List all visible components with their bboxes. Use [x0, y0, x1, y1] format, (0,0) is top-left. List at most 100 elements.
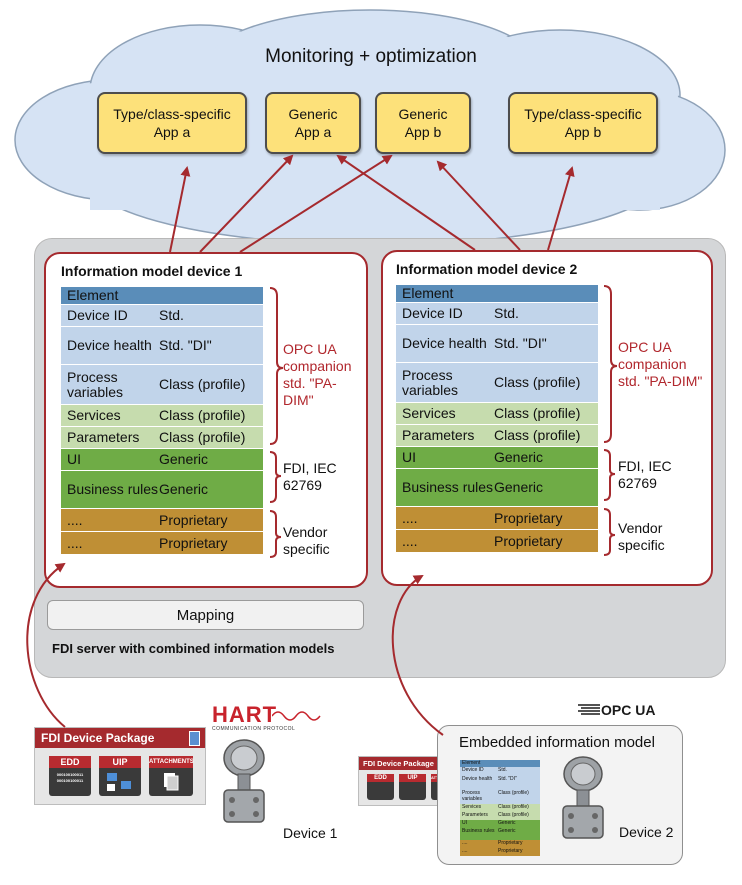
mini-name: Device ID: [462, 767, 484, 773]
row-value: Generic: [159, 451, 209, 467]
row-value: Class (profile): [494, 374, 581, 390]
opcua-logo-text: OPC UA: [601, 702, 656, 718]
hart-logo: HART COMMUNICATION PROTOCOL: [212, 704, 322, 734]
uip-blocks-icon: [107, 773, 131, 791]
row-name: Device ID: [402, 305, 463, 321]
row-value: Proprietary: [159, 511, 228, 528]
row-name: Services: [67, 407, 121, 423]
information-model-device-1: Information model device 1 Element Devic…: [44, 252, 368, 588]
row-name: Business rules: [67, 481, 159, 497]
row-name: Device health: [67, 337, 152, 353]
app-line1: Generic: [288, 106, 338, 122]
mini-name: Business rules: [462, 828, 495, 834]
row-value: Class (profile): [159, 429, 246, 445]
mini-value: Proprietary: [498, 840, 523, 846]
mini-row: .... Proprietary: [460, 840, 540, 848]
app-line1: Type/class-specific: [113, 106, 231, 122]
mini-row: Device health Std. "DI": [460, 776, 540, 790]
app-line2: App b: [564, 124, 602, 140]
embedded-title: Embedded information model: [459, 734, 655, 751]
uip-tile: UIP: [99, 756, 141, 796]
mini-value: Class (profile): [498, 804, 529, 810]
mini-value: Std. "DI": [498, 776, 517, 782]
table-row: .... Proprietary: [396, 530, 598, 553]
mini-value: Class (profile): [498, 790, 529, 796]
documents-icon: [164, 773, 179, 791]
device-2-label: Device 2: [619, 824, 674, 840]
header-label: Element: [402, 285, 454, 301]
app-line1: Generic: [398, 106, 448, 122]
vendor-specific-label: Vendor specific: [618, 520, 665, 553]
mini-name: Parameters: [462, 812, 488, 818]
row-name: Parameters: [67, 429, 140, 445]
mapping-box: Mapping: [47, 600, 364, 630]
uip-label: UIP: [99, 756, 141, 768]
opcua-companion-label: OPC UA companion std. "PA-DIM": [283, 341, 352, 408]
mini-row: ....Proprietary: [460, 848, 540, 856]
mini-name: ....: [462, 848, 468, 854]
mini-row: Services Class (profile): [460, 804, 540, 812]
embedded-information-model: Embedded information model Element Devic…: [437, 725, 683, 865]
table-row: UI Generic: [61, 449, 263, 471]
row-value: Std. "DI": [494, 335, 547, 351]
app-line2: App a: [294, 124, 332, 140]
table-row: ....Proprietary: [61, 532, 263, 555]
row-name: UI: [402, 449, 416, 465]
mini-name: UI: [462, 820, 467, 826]
edd-label-small: EDD: [367, 774, 394, 782]
mini-name: Device health: [462, 776, 493, 782]
pressure-transmitter-icon: [562, 756, 604, 839]
row-name: UI: [67, 451, 81, 467]
uip-tile-small: UIP: [399, 774, 426, 800]
row-value: Generic: [159, 481, 209, 497]
row-value: Proprietary: [494, 509, 563, 526]
attachments-label: ATTACHMENTS: [149, 756, 194, 768]
cloud-title: Monitoring + optimization: [265, 46, 477, 67]
row-value: Std.: [159, 307, 184, 323]
row-value: Proprietary: [494, 532, 563, 549]
row-value: Std.: [494, 305, 519, 321]
mini-name: Services: [462, 804, 482, 810]
pressure-transmitter-icon: [223, 739, 265, 823]
edd-label: EDD: [49, 756, 91, 768]
mini-value: Generic: [498, 820, 516, 826]
mini-row: Process variables Class (profile): [460, 790, 540, 804]
row-name: ....: [67, 534, 83, 551]
edd-tile: EDD 000100100011 000100100011: [49, 756, 91, 796]
app-line2: App b: [404, 124, 442, 140]
fdi-server-label: FDI server with combined information mod…: [52, 641, 335, 656]
mini-name: Process variables: [462, 790, 483, 802]
mini-value: Generic: [498, 828, 516, 834]
hart-wave-icon: [272, 711, 321, 721]
app-line1: Type/class-specific: [524, 106, 642, 122]
vendor-specific-label: Vendor specific: [283, 524, 330, 557]
mini-row: Device ID Std.: [460, 767, 540, 776]
im-title: Information model device 2: [396, 261, 578, 277]
fdi-iec-label: FDI, IEC 62769: [283, 460, 337, 493]
opcua-companion-label: OPC UA companion std. "PA-DIM": [618, 339, 703, 389]
table-row: Device ID Std.: [396, 303, 598, 325]
row-name: ....: [402, 532, 418, 549]
fdi-device-package: FDI Device Package EDD 000100100011 0001…: [34, 727, 206, 805]
mini-name: ....: [462, 840, 468, 846]
row-name: Process variables: [67, 368, 124, 400]
attachments-tile: ATTACHMENTS: [149, 756, 194, 796]
uip-label-small: UIP: [399, 774, 426, 782]
row-name: ....: [67, 511, 83, 528]
mini-value: Std.: [498, 767, 507, 773]
